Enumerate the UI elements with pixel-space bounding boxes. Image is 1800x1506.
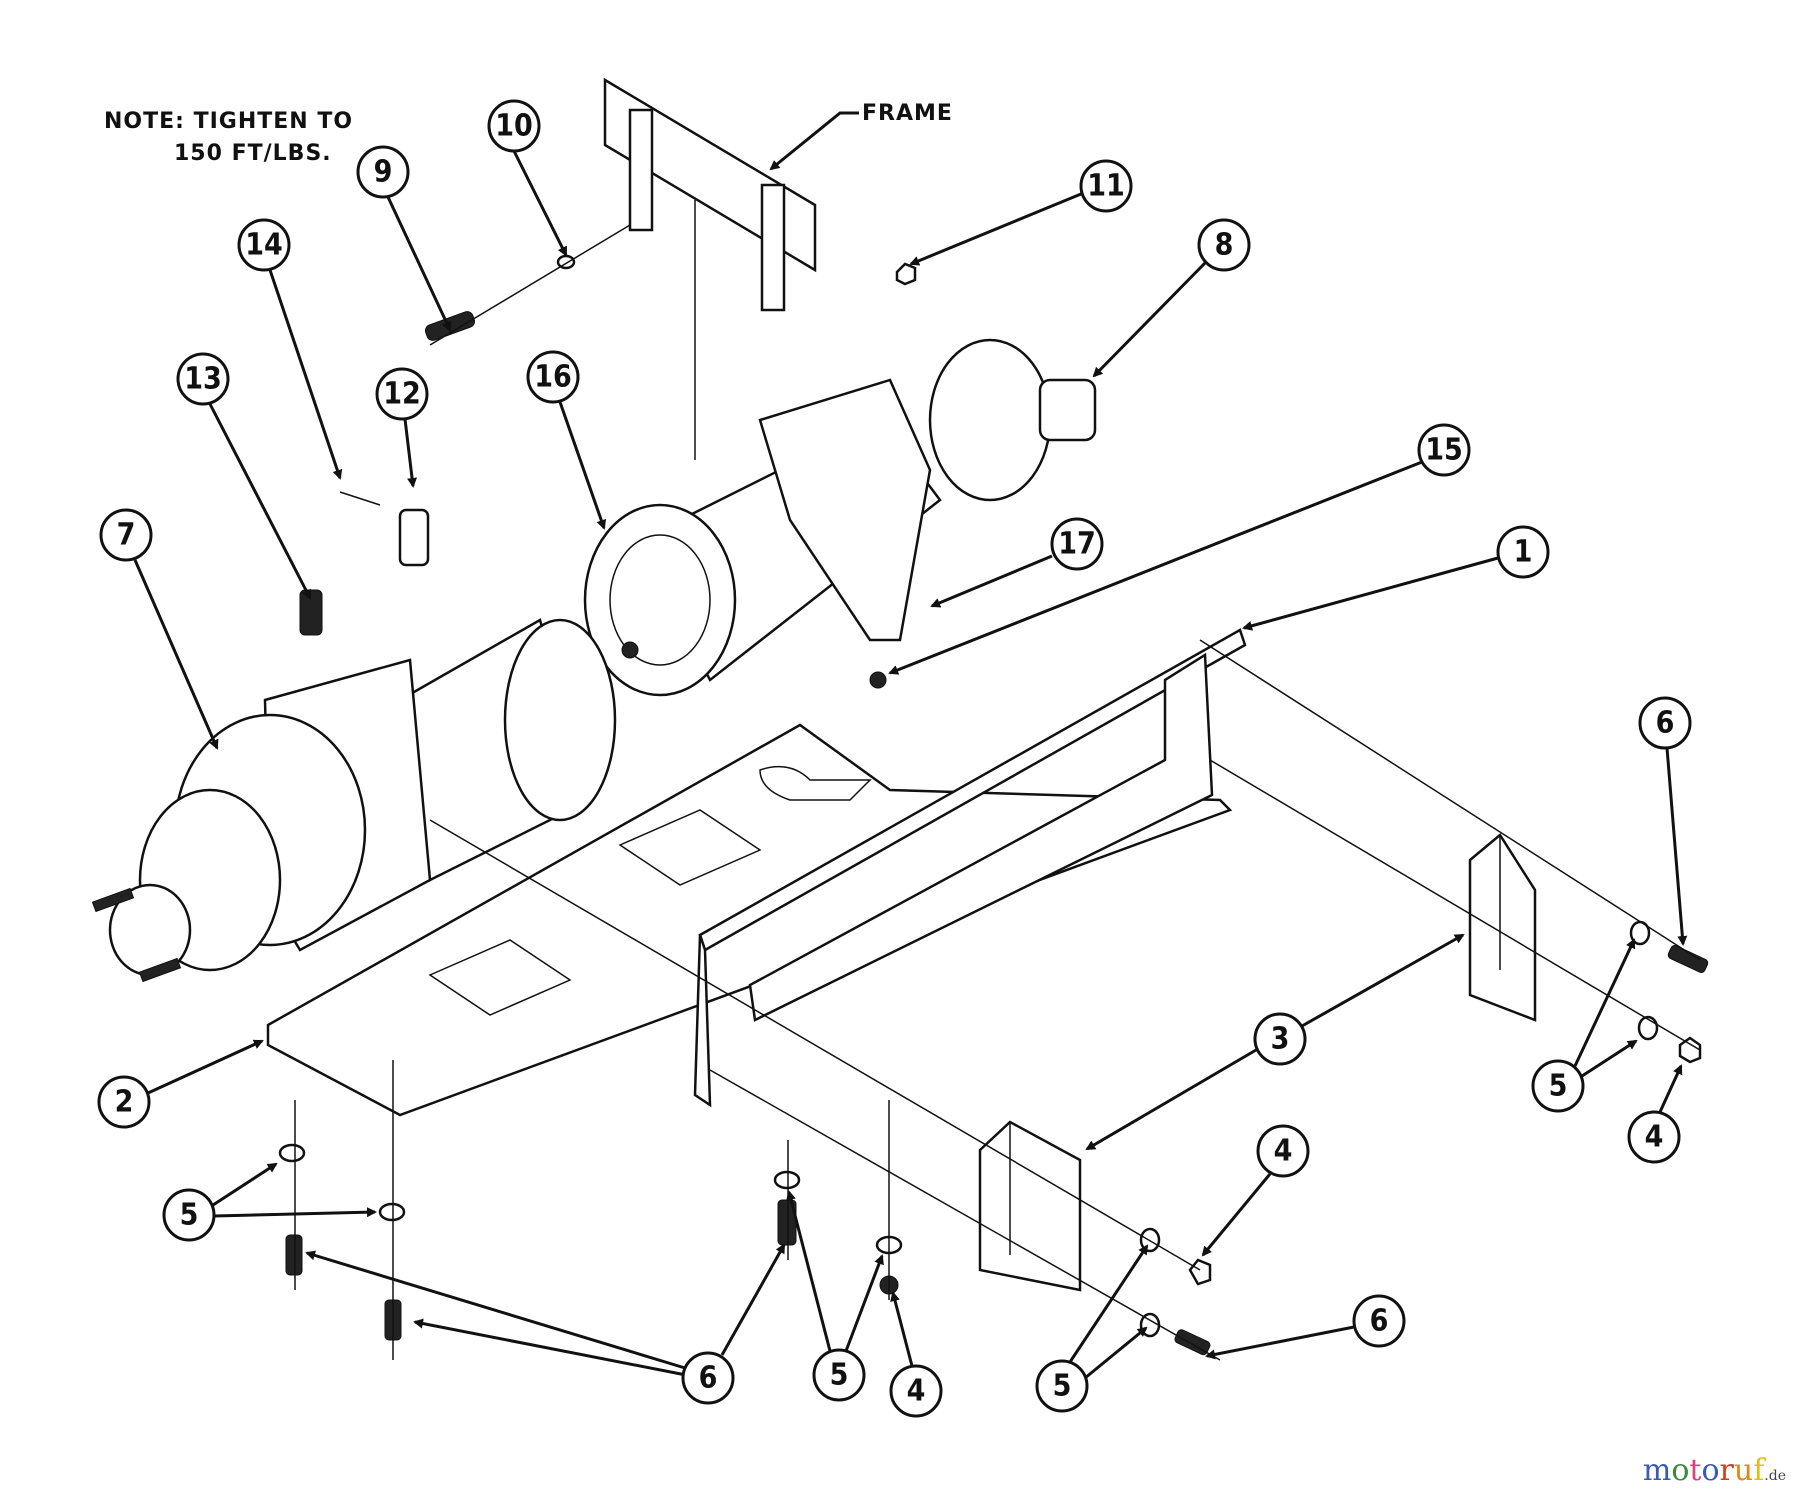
svg-text:5: 5 <box>1053 1369 1072 1404</box>
callout-9: 9 <box>356 145 410 199</box>
callout-16: 16 <box>526 350 580 404</box>
callout-4-front: 4 <box>1256 1124 1310 1178</box>
watermark-letter: f <box>1753 1453 1765 1488</box>
svg-text:3: 3 <box>1271 1022 1290 1057</box>
callout-17: 17 <box>1050 517 1104 571</box>
callout-6-rear: 6 <box>1638 696 1692 750</box>
callout-3: 3 <box>1253 1012 1307 1066</box>
svg-text:5: 5 <box>180 1198 199 1233</box>
svg-text:8: 8 <box>1215 228 1234 263</box>
assembly-lines <box>294 224 1701 1361</box>
callout-15: 15 <box>1417 423 1471 477</box>
callout-14: 14 <box>237 218 291 272</box>
callout-2: 2 <box>97 1075 151 1129</box>
motor-front <box>91 618 617 983</box>
watermark-letter: o <box>1701 1453 1720 1488</box>
angle-bracket-front <box>978 1120 1082 1292</box>
callout-1: 1 <box>1496 525 1550 579</box>
watermark-letter: o <box>1671 1453 1690 1488</box>
svg-text:4: 4 <box>907 1374 926 1409</box>
callout-4-middle: 4 <box>889 1364 943 1418</box>
svg-text:12: 12 <box>383 377 421 412</box>
callout-5-front: 5 <box>1035 1359 1089 1413</box>
leader-arrows <box>133 150 1688 1380</box>
angle-bracket-rear <box>1468 833 1537 1022</box>
watermark-letter: u <box>1733 1453 1754 1488</box>
torque-note: NOTE: TIGHTEN TO 150 FT/LBS. <box>104 106 353 170</box>
torque-note-line2: 150 FT/LBS. <box>174 141 332 166</box>
svg-text:5: 5 <box>830 1358 849 1393</box>
watermark-letter: m <box>1642 1453 1672 1488</box>
callout-7: 7 <box>99 508 153 562</box>
svg-text:4: 4 <box>1274 1134 1293 1169</box>
motoruf-watermark-logo: motoruf.de <box>1643 1453 1786 1488</box>
callout-6-front: 6 <box>1352 1294 1406 1348</box>
svg-text:6: 6 <box>1656 706 1675 741</box>
watermark-letter: t <box>1689 1453 1702 1488</box>
svg-text:14: 14 <box>245 228 283 263</box>
frame-bracket <box>603 77 859 460</box>
torque-note-line1: NOTE: TIGHTEN TO <box>104 109 354 134</box>
callout-5-left: 5 <box>162 1188 216 1242</box>
svg-text:2: 2 <box>115 1085 134 1120</box>
svg-text:7: 7 <box>117 518 136 553</box>
callout-8: 8 <box>1197 218 1251 272</box>
callout-5-rear: 5 <box>1531 1059 1585 1113</box>
callout-12: 12 <box>375 367 429 421</box>
svg-text:6: 6 <box>699 1361 718 1396</box>
callout-6-bottom: 6 <box>681 1351 735 1405</box>
svg-text:4: 4 <box>1645 1120 1664 1155</box>
svg-text:13: 13 <box>184 362 222 397</box>
frame-label: FRAME <box>862 101 953 126</box>
callout-10: 10 <box>487 99 541 153</box>
watermark-letter: r <box>1719 1453 1734 1488</box>
svg-text:15: 15 <box>1425 433 1463 468</box>
motor-rear <box>583 338 1097 697</box>
watermark-suffix: .de <box>1764 1468 1786 1484</box>
callout-13: 13 <box>176 352 230 406</box>
svg-text:11: 11 <box>1087 169 1125 204</box>
callout-5-middle: 5 <box>812 1348 866 1402</box>
callout-4-rear: 4 <box>1627 1110 1681 1164</box>
svg-text:10: 10 <box>495 109 533 144</box>
svg-text:5: 5 <box>1549 1069 1568 1104</box>
callout-11: 11 <box>1079 159 1133 213</box>
svg-text:6: 6 <box>1370 1304 1389 1339</box>
svg-text:9: 9 <box>374 155 393 190</box>
svg-text:1: 1 <box>1514 535 1533 570</box>
svg-text:17: 17 <box>1058 527 1096 562</box>
svg-text:16: 16 <box>534 360 572 395</box>
